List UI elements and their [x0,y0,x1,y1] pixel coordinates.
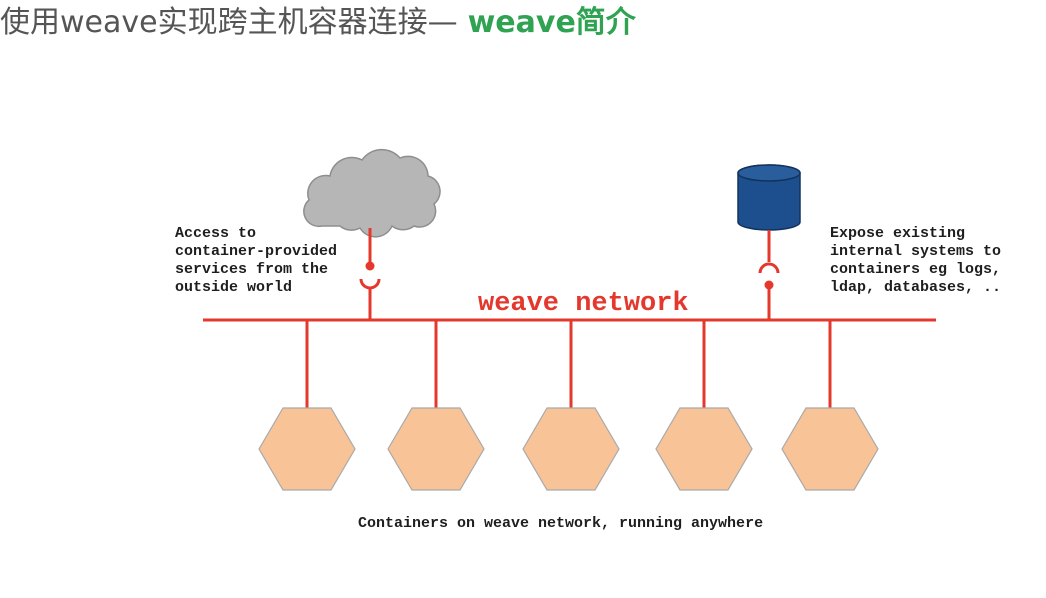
right-note: Expose existing internal systems to cont… [830,225,1010,296]
cloud-icon [303,148,441,238]
container-drops [305,320,832,408]
container-hexagon [522,407,620,491]
socket-cup [359,278,381,290]
database-icon [737,164,801,231]
database-connector [758,230,780,320]
container-hexagon [387,407,485,491]
container-hexagon [655,407,753,491]
diagram-caption: Containers on weave network, running any… [358,515,763,532]
left-note: Access to container-provided services fr… [175,225,346,296]
plug-hood [758,262,780,274]
cloud-connector [359,228,381,320]
container-hexagon [258,407,356,491]
connector-dot [365,261,375,271]
containers [258,407,879,491]
slide-title-accent: weave简介 [467,5,636,40]
network-label: weave network [478,289,689,319]
container-hexagon [781,407,879,491]
slide-title-main: 使用weave实现跨主机容器连接— [0,5,458,40]
slide-title: 使用weave实现跨主机容器连接— weave简介 [0,1,636,45]
